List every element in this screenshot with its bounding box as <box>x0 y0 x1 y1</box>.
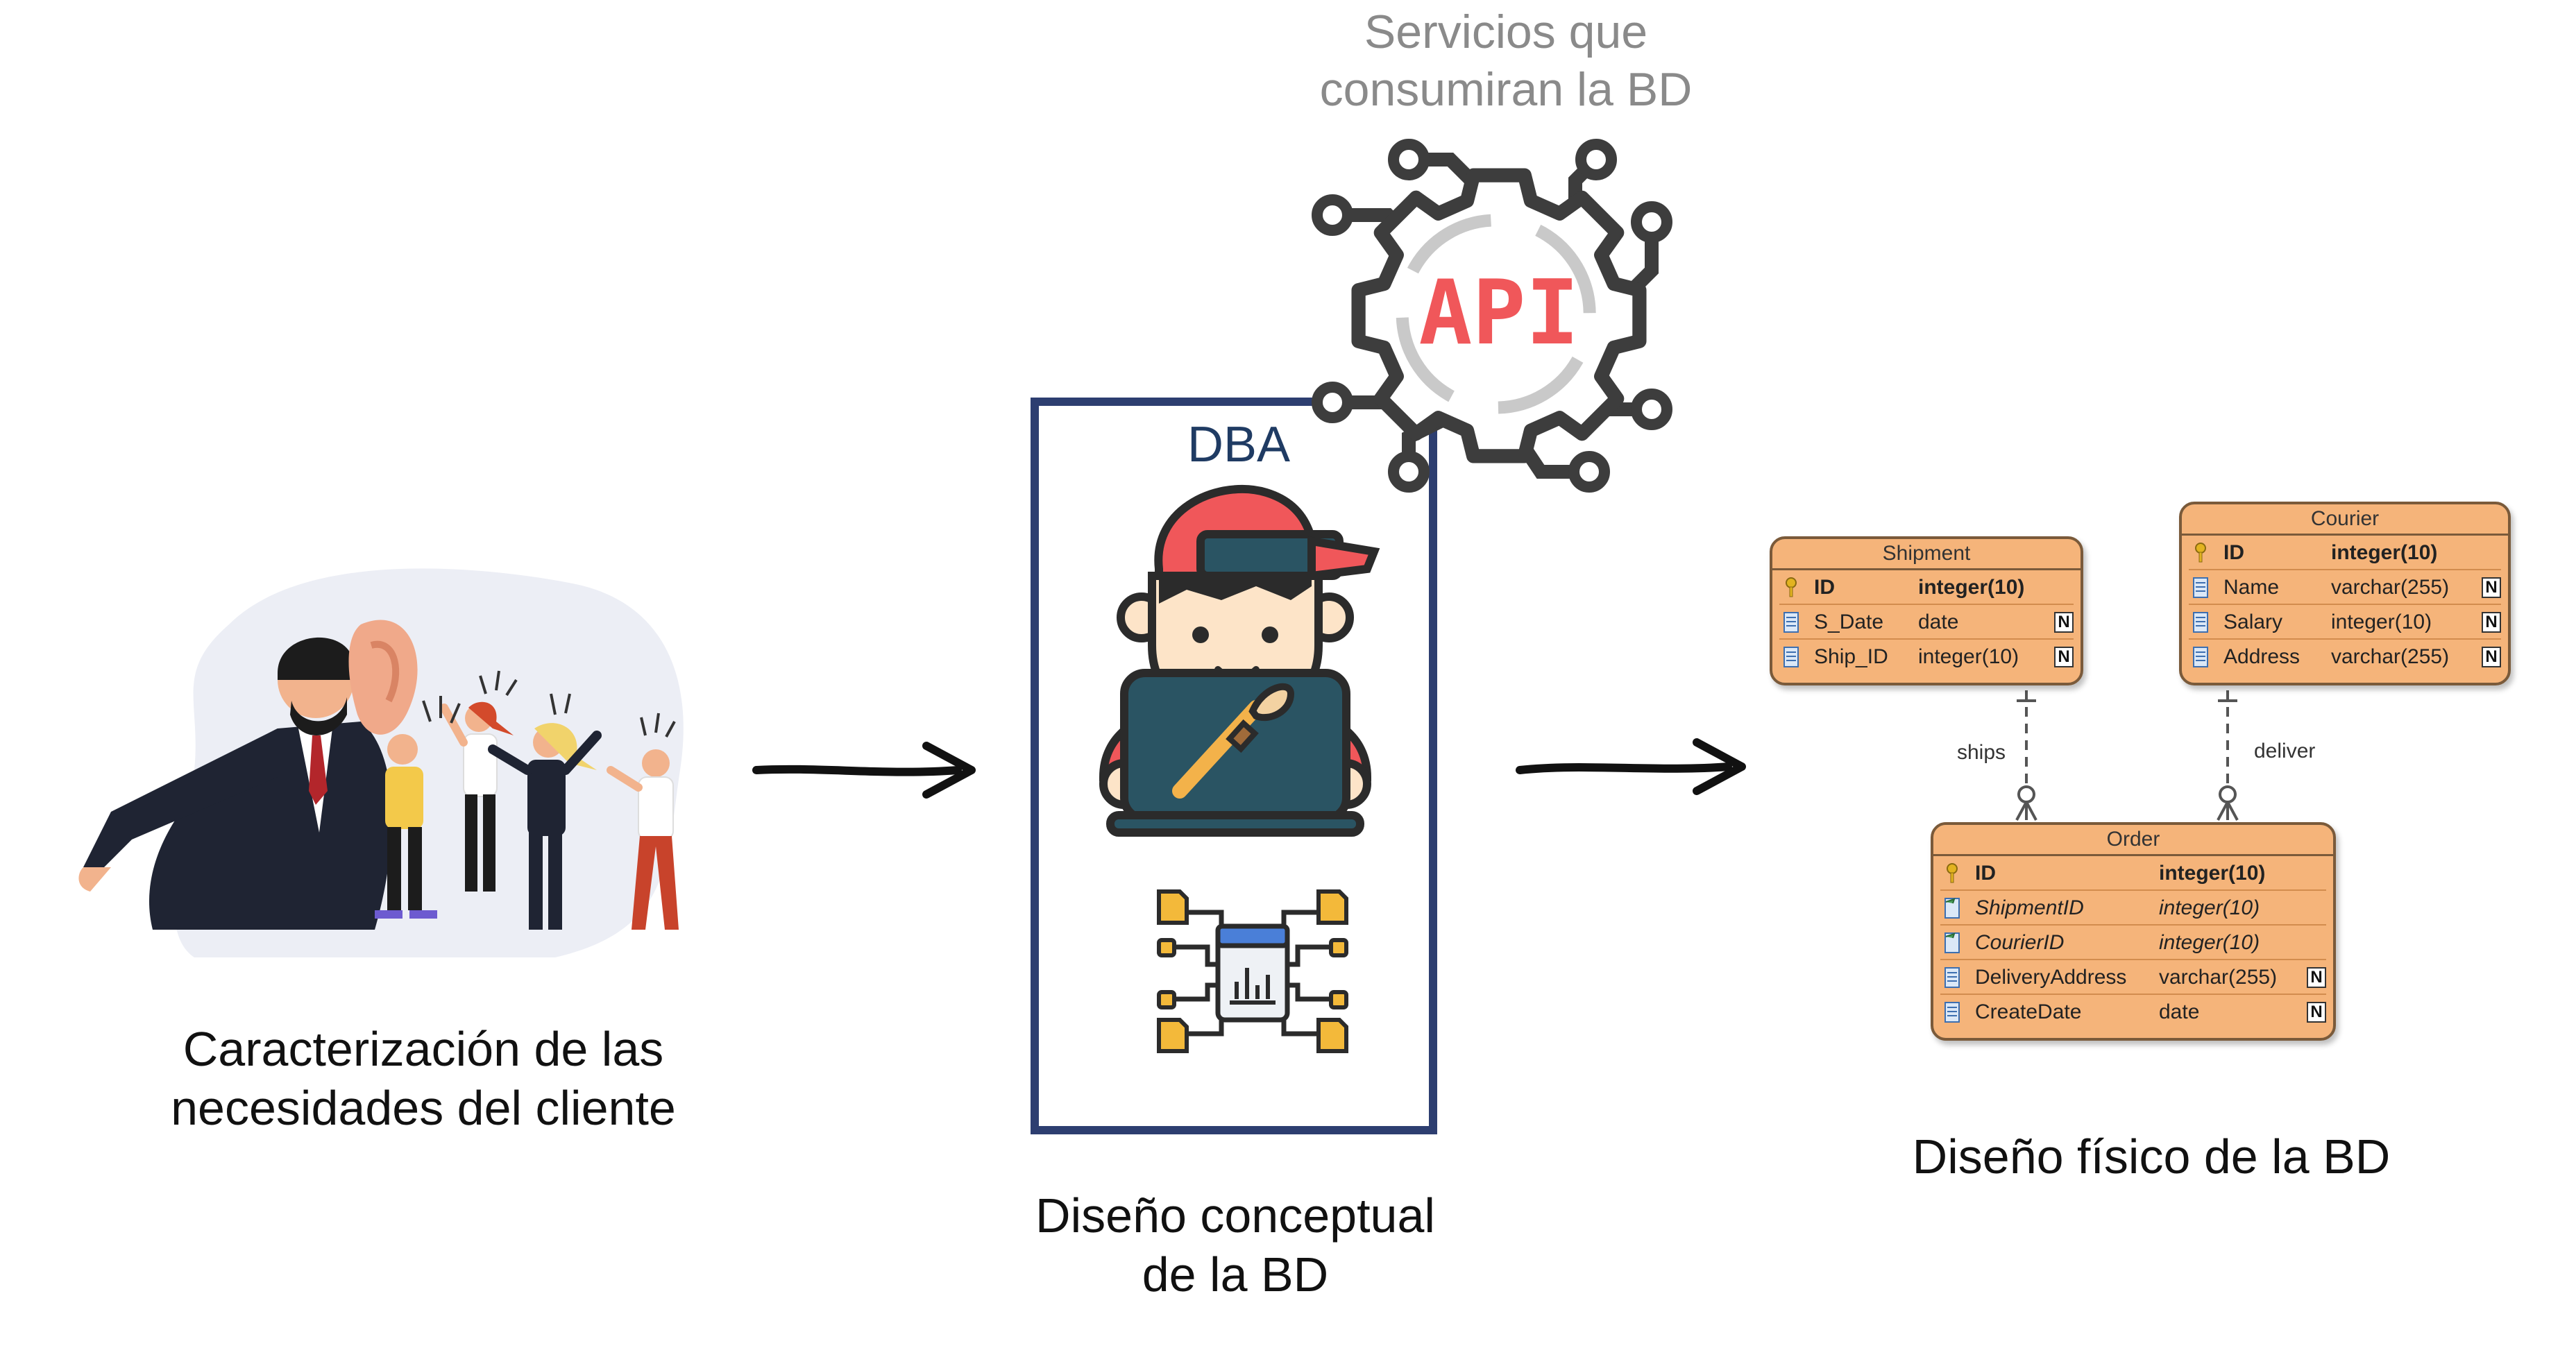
column-type: date <box>1918 611 1959 633</box>
foreign-key-icon <box>1944 898 1960 919</box>
column-name: CreateDate <box>1975 1000 2082 1023</box>
client-caption-line1: Caracterización de las <box>183 1022 664 1076</box>
conceptual-design-box <box>1031 398 1437 1134</box>
column-name: Salary <box>2223 611 2283 633</box>
api-text: API <box>1418 262 1579 365</box>
column-name: S_Date <box>1814 611 1884 633</box>
column-icon <box>2193 612 2208 633</box>
column-name: ShipmentID <box>1975 896 2084 919</box>
conceptual-caption: Diseño conceptual de la BD <box>985 1186 1485 1305</box>
table-title: Shipment <box>1772 539 2081 570</box>
physical-caption: Diseño físico de la BD <box>1912 1129 2391 1184</box>
column-icon <box>2193 577 2208 598</box>
column-type: varchar(255) <box>2159 966 2278 989</box>
column-type: varchar(255) <box>2331 576 2450 599</box>
client-caption-line2: necesidades del cliente <box>171 1081 676 1136</box>
column-icon <box>1783 647 1799 667</box>
api-gear-icon: API <box>1312 139 1672 493</box>
column-type: varchar(255) <box>2331 645 2450 668</box>
services-caption-line1: Servicios que <box>1364 6 1648 58</box>
table-order: Order ID integer(10) ShipmentID integer(… <box>1931 822 2336 1041</box>
table-row: ID integer(10) <box>1933 856 2333 891</box>
nullable-icon: N <box>2482 577 2501 598</box>
column-name: CourierID <box>1975 931 2065 954</box>
nullable-icon: N <box>2307 1002 2326 1023</box>
table-row: Address varchar(255) N <box>2182 640 2508 674</box>
conceptual-caption-line2: de la BD <box>1142 1247 1329 1302</box>
key-icon <box>2195 543 2206 563</box>
column-type: integer(10) <box>1918 576 2025 599</box>
table-row: DeliveryAddress varchar(255) N <box>1933 960 2333 995</box>
table-title: Courier <box>2182 504 2508 536</box>
conceptual-caption-line1: Diseño conceptual <box>1035 1188 1435 1243</box>
nullable-icon: N <box>2054 612 2074 633</box>
column-icon <box>1783 612 1799 633</box>
column-type: integer(10) <box>2331 611 2432 633</box>
table-row: Name varchar(255) N <box>2182 570 2508 605</box>
column-name: ID <box>1814 576 1835 599</box>
column-icon <box>1944 967 1960 988</box>
column-name: Name <box>2223 576 2280 599</box>
column-name: ID <box>2223 541 2244 564</box>
table-row: CreateDate date N <box>1933 995 2333 1030</box>
column-icon <box>2193 647 2208 667</box>
column-name: ID <box>1975 862 1996 885</box>
column-type: date <box>2159 1000 2200 1023</box>
arrow-right-icon <box>1516 738 1746 795</box>
dba-developer-icon <box>1099 484 1380 837</box>
column-type: integer(10) <box>2159 862 2266 885</box>
dba-label: DBA <box>1187 417 1291 472</box>
table-title: Order <box>1933 825 2333 856</box>
table-row: ID integer(10) <box>2182 536 2508 570</box>
table-row: Salary integer(10) N <box>2182 605 2508 640</box>
arrow-right-icon <box>752 742 976 799</box>
table-row: S_Date date N <box>1772 605 2081 640</box>
nullable-icon: N <box>2482 612 2501 633</box>
column-type: integer(10) <box>1918 645 2019 668</box>
nullable-icon: N <box>2054 647 2074 667</box>
foreign-key-icon <box>1944 932 1960 953</box>
nullable-icon: N <box>2307 967 2326 988</box>
table-courier: Courier ID integer(10) Name varchar(255)… <box>2179 502 2511 685</box>
column-name: DeliveryAddress <box>1975 966 2127 989</box>
services-caption: Servicios que consumiran la BD <box>1221 3 1790 119</box>
column-type: integer(10) <box>2159 896 2260 919</box>
nullable-icon: N <box>2482 647 2501 667</box>
data-flow-icon <box>1157 889 1348 1053</box>
client-listening-illustration <box>78 568 684 957</box>
column-name: Ship_ID <box>1814 645 1888 668</box>
column-type: integer(10) <box>2331 541 2438 564</box>
column-icon <box>1944 1002 1960 1023</box>
services-caption-line2: consumiran la BD <box>1319 62 1693 116</box>
client-caption: Caracterización de las necesidades del c… <box>125 1020 722 1139</box>
er-relationship-lines <box>2015 690 2239 821</box>
table-row: Ship_ID integer(10) N <box>1772 640 2081 674</box>
relationship-label-ships: ships <box>1957 741 2006 764</box>
table-row: CourierID integer(10) <box>1933 926 2333 960</box>
table-row: ID integer(10) <box>1772 570 2081 605</box>
table-shipment: Shipment ID integer(10) S_Date date N Sh… <box>1770 536 2083 685</box>
column-type: integer(10) <box>2159 931 2260 954</box>
key-icon <box>1786 577 1797 597</box>
column-name: Address <box>2223 645 2300 668</box>
table-row: ShipmentID integer(10) <box>1933 891 2333 926</box>
key-icon <box>1947 863 1958 883</box>
relationship-label-deliver: deliver <box>2254 740 2316 762</box>
